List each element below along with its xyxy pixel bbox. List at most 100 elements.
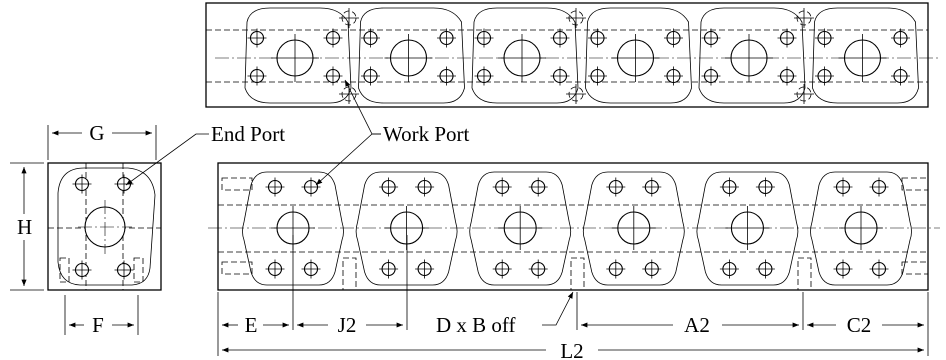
mounting-screw-1 (342, 257, 357, 291)
front-station-flange (810, 171, 912, 286)
front-bolt-hole (301, 177, 321, 197)
front-bolt-hole (719, 259, 739, 279)
top-screw (794, 84, 814, 104)
end-view-screw-left (59, 257, 70, 283)
front-bolt-hole (869, 177, 889, 197)
plug-right-bottom (901, 261, 929, 275)
dim-a2-label: A2 (684, 313, 710, 337)
top-bolt-hole (664, 66, 683, 86)
top-station-2 (358, 7, 465, 104)
top-bolt-hole (247, 28, 267, 48)
front-station-flange (355, 171, 458, 286)
top-bolt-hole (701, 66, 721, 86)
top-station-4 (585, 7, 692, 104)
front-view: E J2 D x B off A2 C2 L2 (208, 162, 940, 360)
top-bolt-hole (891, 66, 910, 86)
dim-j2-label: J2 (338, 313, 357, 337)
end-bolt-hole (72, 174, 92, 194)
front-bolt-hole (379, 177, 399, 197)
top-screw (339, 84, 359, 104)
dim-f-label: F (92, 313, 104, 337)
front-station-4 (582, 171, 685, 286)
plug-right-top (901, 177, 929, 191)
top-station-1 (244, 7, 352, 104)
front-station-5 (696, 171, 799, 286)
top-bolt-hole (247, 66, 267, 86)
top-bolt-hole (437, 66, 456, 86)
top-bolt-hole (588, 28, 607, 48)
top-bolt-hole (474, 28, 494, 48)
front-bolt-hole (415, 177, 435, 197)
front-station-flange (242, 171, 344, 286)
front-station-flange (696, 171, 799, 286)
top-bolt-hole (437, 28, 456, 48)
top-station-flange (471, 7, 579, 104)
front-bolt-hole (869, 259, 889, 279)
top-station-5 (698, 7, 806, 104)
top-view-stations (244, 7, 919, 104)
top-station-3 (471, 7, 579, 104)
top-bolt-hole (361, 28, 380, 48)
front-bolt-hole (833, 177, 853, 197)
front-bolt-hole (755, 259, 775, 279)
top-view-mounting-screws (339, 8, 814, 104)
front-station-1 (242, 171, 344, 286)
dim-h-label: H (17, 215, 32, 239)
end-view-bolt-holes (72, 174, 134, 280)
top-screw (339, 8, 359, 28)
top-screw (566, 8, 586, 28)
top-bolt-hole (550, 66, 570, 86)
dim-c2-label: C2 (847, 313, 872, 337)
top-screw (794, 8, 814, 28)
front-bolt-hole (265, 177, 285, 197)
end-view: G H F (10, 121, 162, 337)
front-bolt-hole (719, 177, 739, 197)
top-bolt-hole (777, 66, 797, 86)
end-view-body (47, 162, 162, 291)
front-bolt-hole (528, 259, 548, 279)
top-bolt-hole (550, 28, 570, 48)
mounting-screw-3 (797, 257, 812, 291)
top-bolt-hole (701, 28, 721, 48)
top-bolt-hole (323, 66, 343, 86)
top-bolt-hole (664, 28, 683, 48)
front-bolt-hole (642, 259, 662, 279)
top-view-body (205, 2, 929, 108)
end-view-screw-right (133, 257, 144, 283)
top-bolt-hole (323, 28, 343, 48)
front-bolt-hole (301, 259, 321, 279)
dim-g-label: G (89, 121, 104, 145)
top-bolt-hole (361, 66, 380, 86)
dim-e-label: E (245, 313, 258, 337)
front-bolt-hole (833, 259, 853, 279)
front-bolt-hole (265, 259, 285, 279)
plug-left-bottom (221, 261, 253, 275)
top-screw (566, 84, 586, 104)
front-station-3 (469, 171, 572, 286)
mounting-screw-2 (570, 257, 585, 291)
front-bolt-hole (642, 177, 662, 197)
front-bolt-hole (415, 259, 435, 279)
front-station-flange (469, 171, 572, 286)
front-view-body (217, 162, 929, 291)
end-bolt-hole (114, 260, 134, 280)
end-bolt-hole (114, 174, 134, 194)
dim-d-x-b-label: D x B off (436, 313, 516, 337)
plug-left-top (221, 177, 253, 191)
top-station-flange (698, 7, 806, 104)
top-bolt-hole (777, 28, 797, 48)
front-bolt-hole (606, 177, 626, 197)
top-bolt-hole (891, 28, 910, 48)
front-bolt-hole (606, 259, 626, 279)
front-station-6 (810, 171, 912, 286)
top-station-flange (585, 7, 692, 104)
top-view (205, 2, 940, 108)
front-bolt-hole (528, 177, 548, 197)
end-port-callout: End Port (211, 122, 285, 146)
work-port-callout: Work Port (383, 122, 470, 146)
callouts: End Port Work Port (125, 79, 470, 186)
front-station-flange (582, 171, 685, 286)
front-bolt-hole (492, 259, 512, 279)
top-bolt-hole (474, 66, 494, 86)
